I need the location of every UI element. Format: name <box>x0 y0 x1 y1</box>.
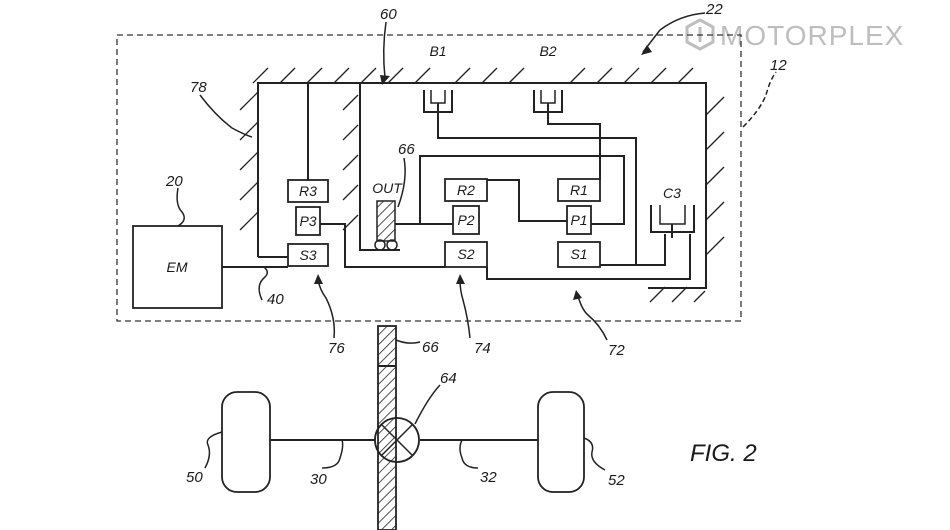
link-s2-c3 <box>486 234 691 280</box>
inner-wall-60 <box>359 83 375 251</box>
link-p3-s2 <box>320 223 445 268</box>
ref-78: 78 <box>190 79 207 96</box>
electric-machine <box>132 225 223 309</box>
ground-hatch-top <box>252 67 694 84</box>
sun-gear-s1 <box>557 241 601 268</box>
figure-caption: FIG. 2 <box>690 440 757 467</box>
final-drive-gear-66 <box>377 325 397 530</box>
planet-carrier-p1-label: P1 <box>570 212 587 228</box>
ground-hatch-inner <box>342 94 359 231</box>
ring-gear-r3 <box>287 179 329 203</box>
ground-hatch-bottom <box>649 286 706 303</box>
ring-gear-r2 <box>444 178 488 202</box>
link-r2-p1 <box>487 179 567 222</box>
planet-carrier-p3-label: P3 <box>299 213 316 229</box>
brand-name: MOTORPLEX <box>720 20 904 51</box>
ref-66-drive: 66 <box>422 339 439 356</box>
ref-74: 74 <box>474 340 491 357</box>
ref-60: 60 <box>380 6 397 23</box>
ring-gear-r2-label: R2 <box>457 182 475 198</box>
brake-b2-label: B2 <box>539 43 556 59</box>
wheel-left-50 <box>221 391 271 493</box>
sun-gear-s1-label: S1 <box>570 246 587 262</box>
ref-40: 40 <box>267 291 284 308</box>
brand-logo: MOTORPLEX <box>685 18 904 51</box>
brake-b1 <box>423 90 637 265</box>
ground-hatch-left <box>239 91 259 231</box>
ref-20: 20 <box>165 173 183 190</box>
reference-leaders <box>176 12 777 471</box>
ref-66-output: 66 <box>398 141 415 158</box>
output-gear-66 <box>376 200 396 242</box>
ring-gear-r1 <box>557 178 601 202</box>
transmission-housing-outline <box>116 34 742 322</box>
ref-72: 72 <box>608 342 625 359</box>
ref-32: 32 <box>480 469 497 486</box>
planet-carrier-p1 <box>566 205 592 235</box>
ring-gear-r3-label: R3 <box>299 183 317 199</box>
sun-gear-s3 <box>287 243 329 267</box>
ref-50: 50 <box>186 469 203 486</box>
ref-12: 12 <box>770 57 787 74</box>
clutch-c3 <box>650 205 695 238</box>
brake-b1-label: B1 <box>429 43 446 59</box>
planet-carrier-p3 <box>295 206 321 236</box>
ref-22: 22 <box>705 1 723 18</box>
brake-b2 <box>533 90 601 180</box>
ring-gear-r1-label: R1 <box>570 182 588 198</box>
ref-52: 52 <box>608 472 625 489</box>
planet-carrier-p2-label: P2 <box>457 212 474 228</box>
wheel-right-52 <box>537 391 585 493</box>
link-out-loop-b2 <box>419 155 625 225</box>
ref-64: 64 <box>440 370 457 387</box>
sun-gear-s3-label: S3 <box>299 247 316 263</box>
link-s1-c3 <box>600 234 666 266</box>
electric-machine-label: EM <box>167 259 188 275</box>
ground-hatch-right <box>705 96 725 256</box>
clutch-c3-label: C3 <box>663 185 681 201</box>
planet-carrier-p2 <box>452 205 480 235</box>
ref-76: 76 <box>328 340 345 357</box>
ref-30: 30 <box>310 471 327 488</box>
sun-gear-s2 <box>444 241 488 268</box>
ground-frame <box>257 82 707 289</box>
sun-gear-s2-label: S2 <box>457 246 474 262</box>
output-label: OUT <box>372 180 403 196</box>
